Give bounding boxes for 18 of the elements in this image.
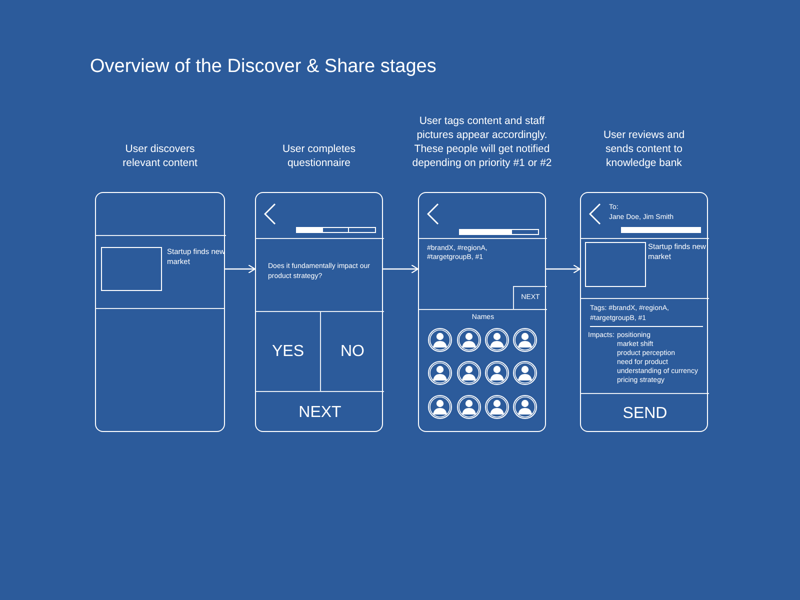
phone-screen xyxy=(580,192,708,432)
step-caption: User completes questionnaire xyxy=(282,142,356,170)
arrow xyxy=(225,264,256,274)
button-label: YES xyxy=(272,342,304,362)
screen-button xyxy=(513,286,547,309)
screen-button xyxy=(320,311,384,391)
step-caption: User discovers relevant content xyxy=(122,142,198,170)
phone-screen xyxy=(95,192,225,432)
phone-screen xyxy=(418,192,546,432)
button-label: SEND xyxy=(622,404,668,424)
page-title: Overview of the Discover & Share stages xyxy=(90,55,436,79)
phone-screen xyxy=(255,192,383,432)
step-caption: User reviews and sends content to knowledge bank xyxy=(602,128,686,170)
step-caption: User tags content and staff pictures appear accordingly. These people will get notified depending on priority #1 or #2 xyxy=(411,114,553,170)
button-label: NEXT xyxy=(298,402,342,422)
arrow xyxy=(546,264,581,274)
button-label: NO xyxy=(340,342,364,362)
arrow xyxy=(383,264,419,274)
